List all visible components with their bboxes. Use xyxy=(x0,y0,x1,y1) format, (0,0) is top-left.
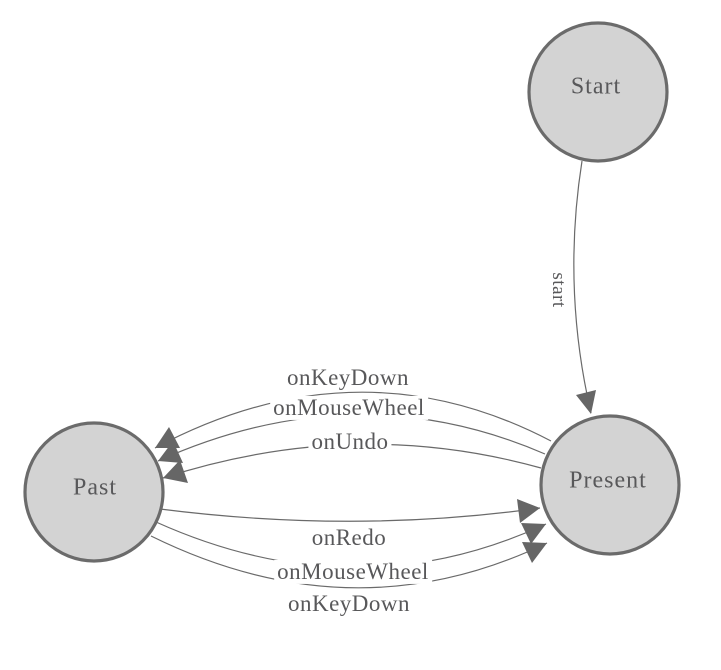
edge-start-to-present-arrowhead xyxy=(576,390,596,414)
node-past-label: Past xyxy=(72,474,118,501)
edge-past-to-present-onmousewheel-arrowhead xyxy=(521,523,546,544)
edge-label-onmousewheel-bottom: onMouseWheel xyxy=(274,559,432,585)
edge-past-to-present-onredo xyxy=(159,507,541,522)
edge-past-to-present-onkeydown-arrowhead xyxy=(522,542,547,563)
edge-label-onkeydown-bottom: onKeyDown xyxy=(284,591,414,617)
node-start-circle xyxy=(527,21,669,163)
edge-label-onundo: onUndo xyxy=(308,429,392,455)
edge-present-to-past-onundo-arrowhead xyxy=(163,460,188,483)
edge-label-onredo: onRedo xyxy=(308,525,390,551)
node-present-label: Present xyxy=(569,467,647,494)
edge-present-to-past-onmousewheel-arrowhead xyxy=(158,441,183,463)
node-past-circle xyxy=(23,421,165,563)
edge-past-to-present-onredo-arrowhead xyxy=(517,499,540,523)
node-present-circle xyxy=(539,414,681,556)
edge-label-onmousewheel-top: onMouseWheel xyxy=(270,395,428,421)
edge-start-to-present xyxy=(573,160,592,414)
edge-label-onkeydown-top: onKeyDown xyxy=(283,365,413,391)
edge-label-start: start xyxy=(547,271,569,309)
edge-present-to-past-onkeydown xyxy=(154,391,552,449)
edge-past-to-present-onkeydown xyxy=(150,535,548,589)
node-start-label: Start xyxy=(570,73,622,100)
